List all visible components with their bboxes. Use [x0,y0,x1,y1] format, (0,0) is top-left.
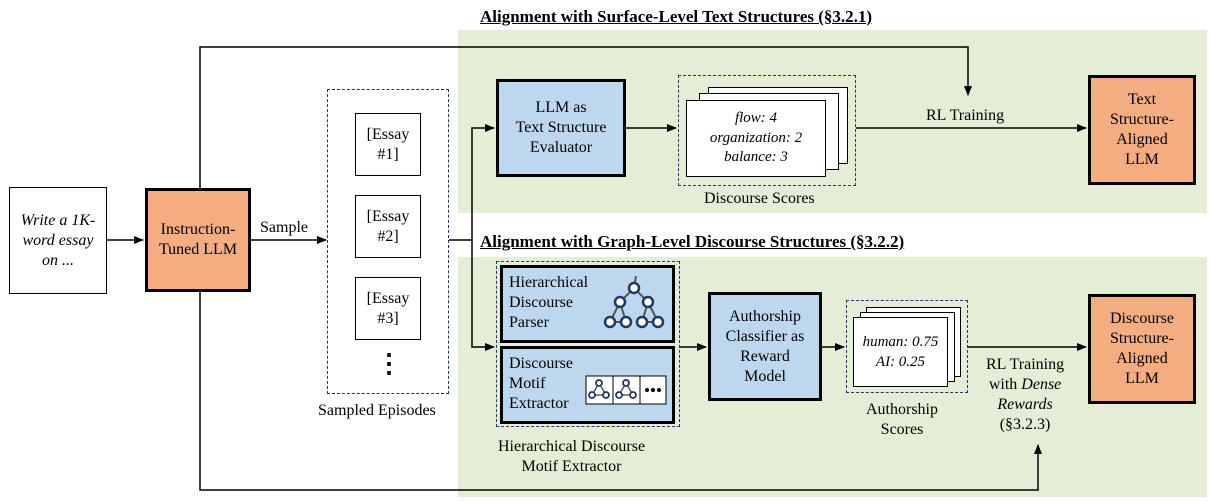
prompt-line: Write a 1K- [20,211,96,229]
essay-box-3: [Essay #3] [355,277,421,340]
authorship-scores-label: Authorship Scores [866,400,938,440]
score-line: balance: 3 [724,149,788,166]
sample-label: Sample [260,219,308,236]
motif-line: Motif [509,375,546,392]
surface-level-title: Alignment with Surface-Level Text Struct… [480,7,873,26]
output-line: Discourse [1110,310,1174,327]
output-line: Aligned [1116,131,1168,148]
authorship-scores-sheet: human: 0.75 AI: 0.25 [853,317,948,387]
motif-line: Discourse [509,355,573,372]
rl-dense-line: RL Training [986,356,1065,373]
output-line: Text [1127,91,1157,108]
rl-dense-line: (§3.2.3) [999,416,1051,433]
output-line: LLM [1125,151,1159,168]
parser-line: Hierarchical [509,274,589,291]
graph-level-title: Alignment with Graph-Level Discourse Str… [480,232,905,251]
classifier-line: Authorship [729,307,801,325]
input-prompt-box: Write a 1K- word essay on ... [9,187,107,294]
instruction-tuned-llm-box: Instruction- Tuned LLM [145,188,251,292]
instruction-llm-line: Tuned LLM [158,241,238,258]
discourse-tree-icon [603,275,665,329]
parser-line: Parser [509,314,549,331]
extractor-caption-line: Motif Extractor [521,458,622,475]
discourse-scores-sheet: flow: 4 organization: 2 balance: 3 [686,100,826,177]
rl-dense-word: Dense [1021,376,1062,393]
discourse-scores-label: Discourse Scores [704,190,815,207]
essay-ellipsis: ⋮ [376,349,402,378]
discourse-structure-aligned-llm-box: Discourse Structure- Aligned LLM [1088,294,1196,404]
prompt-line: on ... [41,251,74,269]
rl-training-label: RL Training [926,107,1005,124]
classifier-line: Reward [740,347,790,365]
essay-box-1: [Essay #1] [355,113,421,176]
authorship-scores-label-line: Authorship [866,401,938,418]
rl-dense-word: with [988,376,1018,393]
text-structure-aligned-llm-box: Text Structure- Aligned LLM [1088,75,1196,185]
prompt-line: word essay [22,231,94,249]
score-line: flow: 4 [734,110,778,127]
parser-line: Discourse [509,294,573,311]
text-structure-evaluator-box: LLM as Text Structure Evaluator [496,79,626,177]
authorship-scores-group [846,300,968,393]
hierarchical-discourse-motif-extractor-group [496,261,680,427]
output-line: Aligned [1116,350,1168,367]
authorship-score-line: AI: 0.25 [875,354,926,370]
rl-training-dense-label: RL Training with Dense Rewards (§3.2.3) [986,355,1064,435]
motif-line: Extractor [509,395,569,412]
instruction-llm-line: Instruction- [160,221,236,238]
essay-line: [Essay [366,289,410,307]
output-line: Structure- [1110,330,1174,347]
authorship-score-line: human: 0.75 [862,333,939,350]
essay-line: #3] [377,309,399,327]
sampled-episodes-label: Sampled Episodes [318,402,436,419]
classifier-line: Classifier as [725,327,805,345]
essay-line: [Essay [366,207,410,225]
essay-box-2: [Essay #2] [355,195,421,258]
rl-dense-line: Rewards [997,396,1053,413]
authorship-scores-label-line: Scores [880,421,924,438]
sampled-episodes-group [327,89,449,394]
essay-line: #2] [377,227,399,245]
extractor-caption-line: Hierarchical Discourse [498,438,646,455]
evaluator-line: LLM as [535,99,587,116]
evaluator-line: Evaluator [529,139,593,156]
extractor-caption: Hierarchical Discourse Motif Extractor [498,437,645,477]
output-line: Structure- [1110,111,1174,128]
evaluator-line: Text Structure [515,119,607,136]
authorship-classifier-box: Authorship Classifier as Reward Model [708,292,822,401]
score-line: organization: 2 [709,129,803,146]
motif-grid-icon [585,375,667,405]
essay-line: #1] [377,145,399,163]
essay-line: [Essay [366,125,410,143]
discourse-scores-group [678,75,856,186]
output-line: LLM [1125,370,1159,387]
classifier-line: Model [744,367,786,385]
